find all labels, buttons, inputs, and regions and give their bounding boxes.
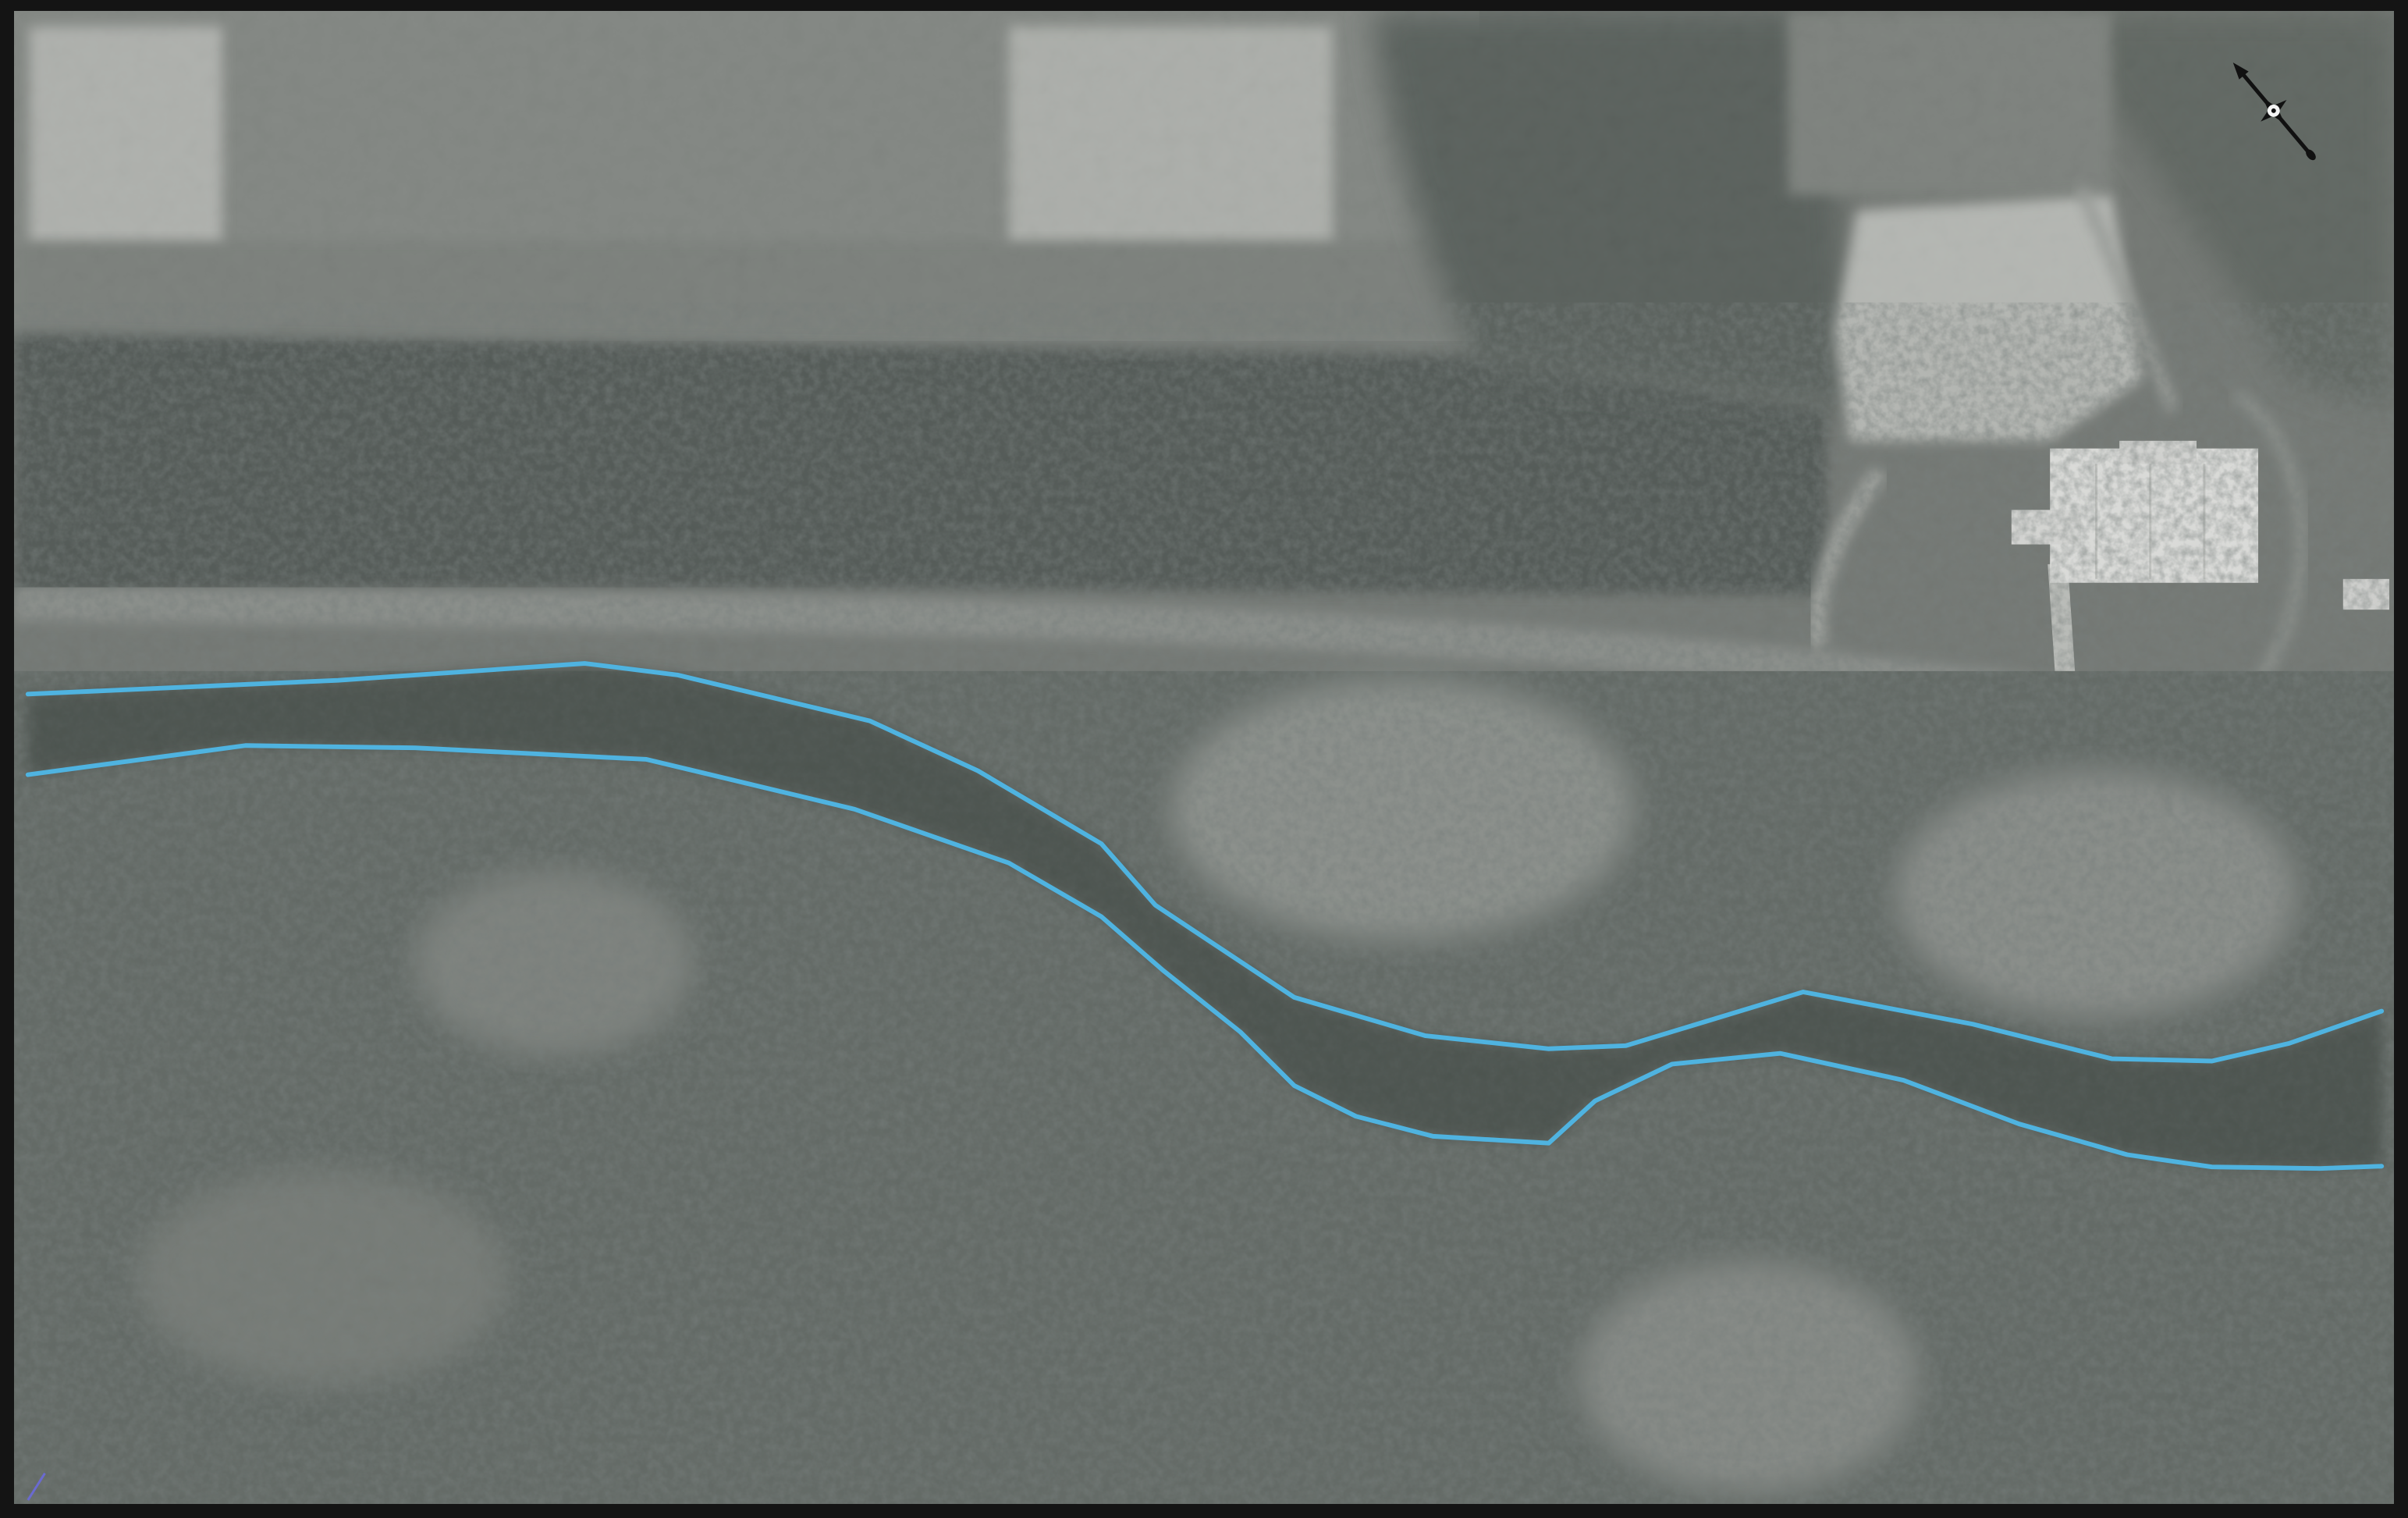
north-arrow-icon (2232, 62, 2316, 161)
photo-grain (14, 11, 2394, 1504)
stream-bank-lower[interactable] (25, 743, 2385, 1171)
aerial-map[interactable] (14, 11, 2394, 1504)
corner-mark (27, 1472, 46, 1501)
stream-bank-upper[interactable] (25, 661, 2385, 1064)
